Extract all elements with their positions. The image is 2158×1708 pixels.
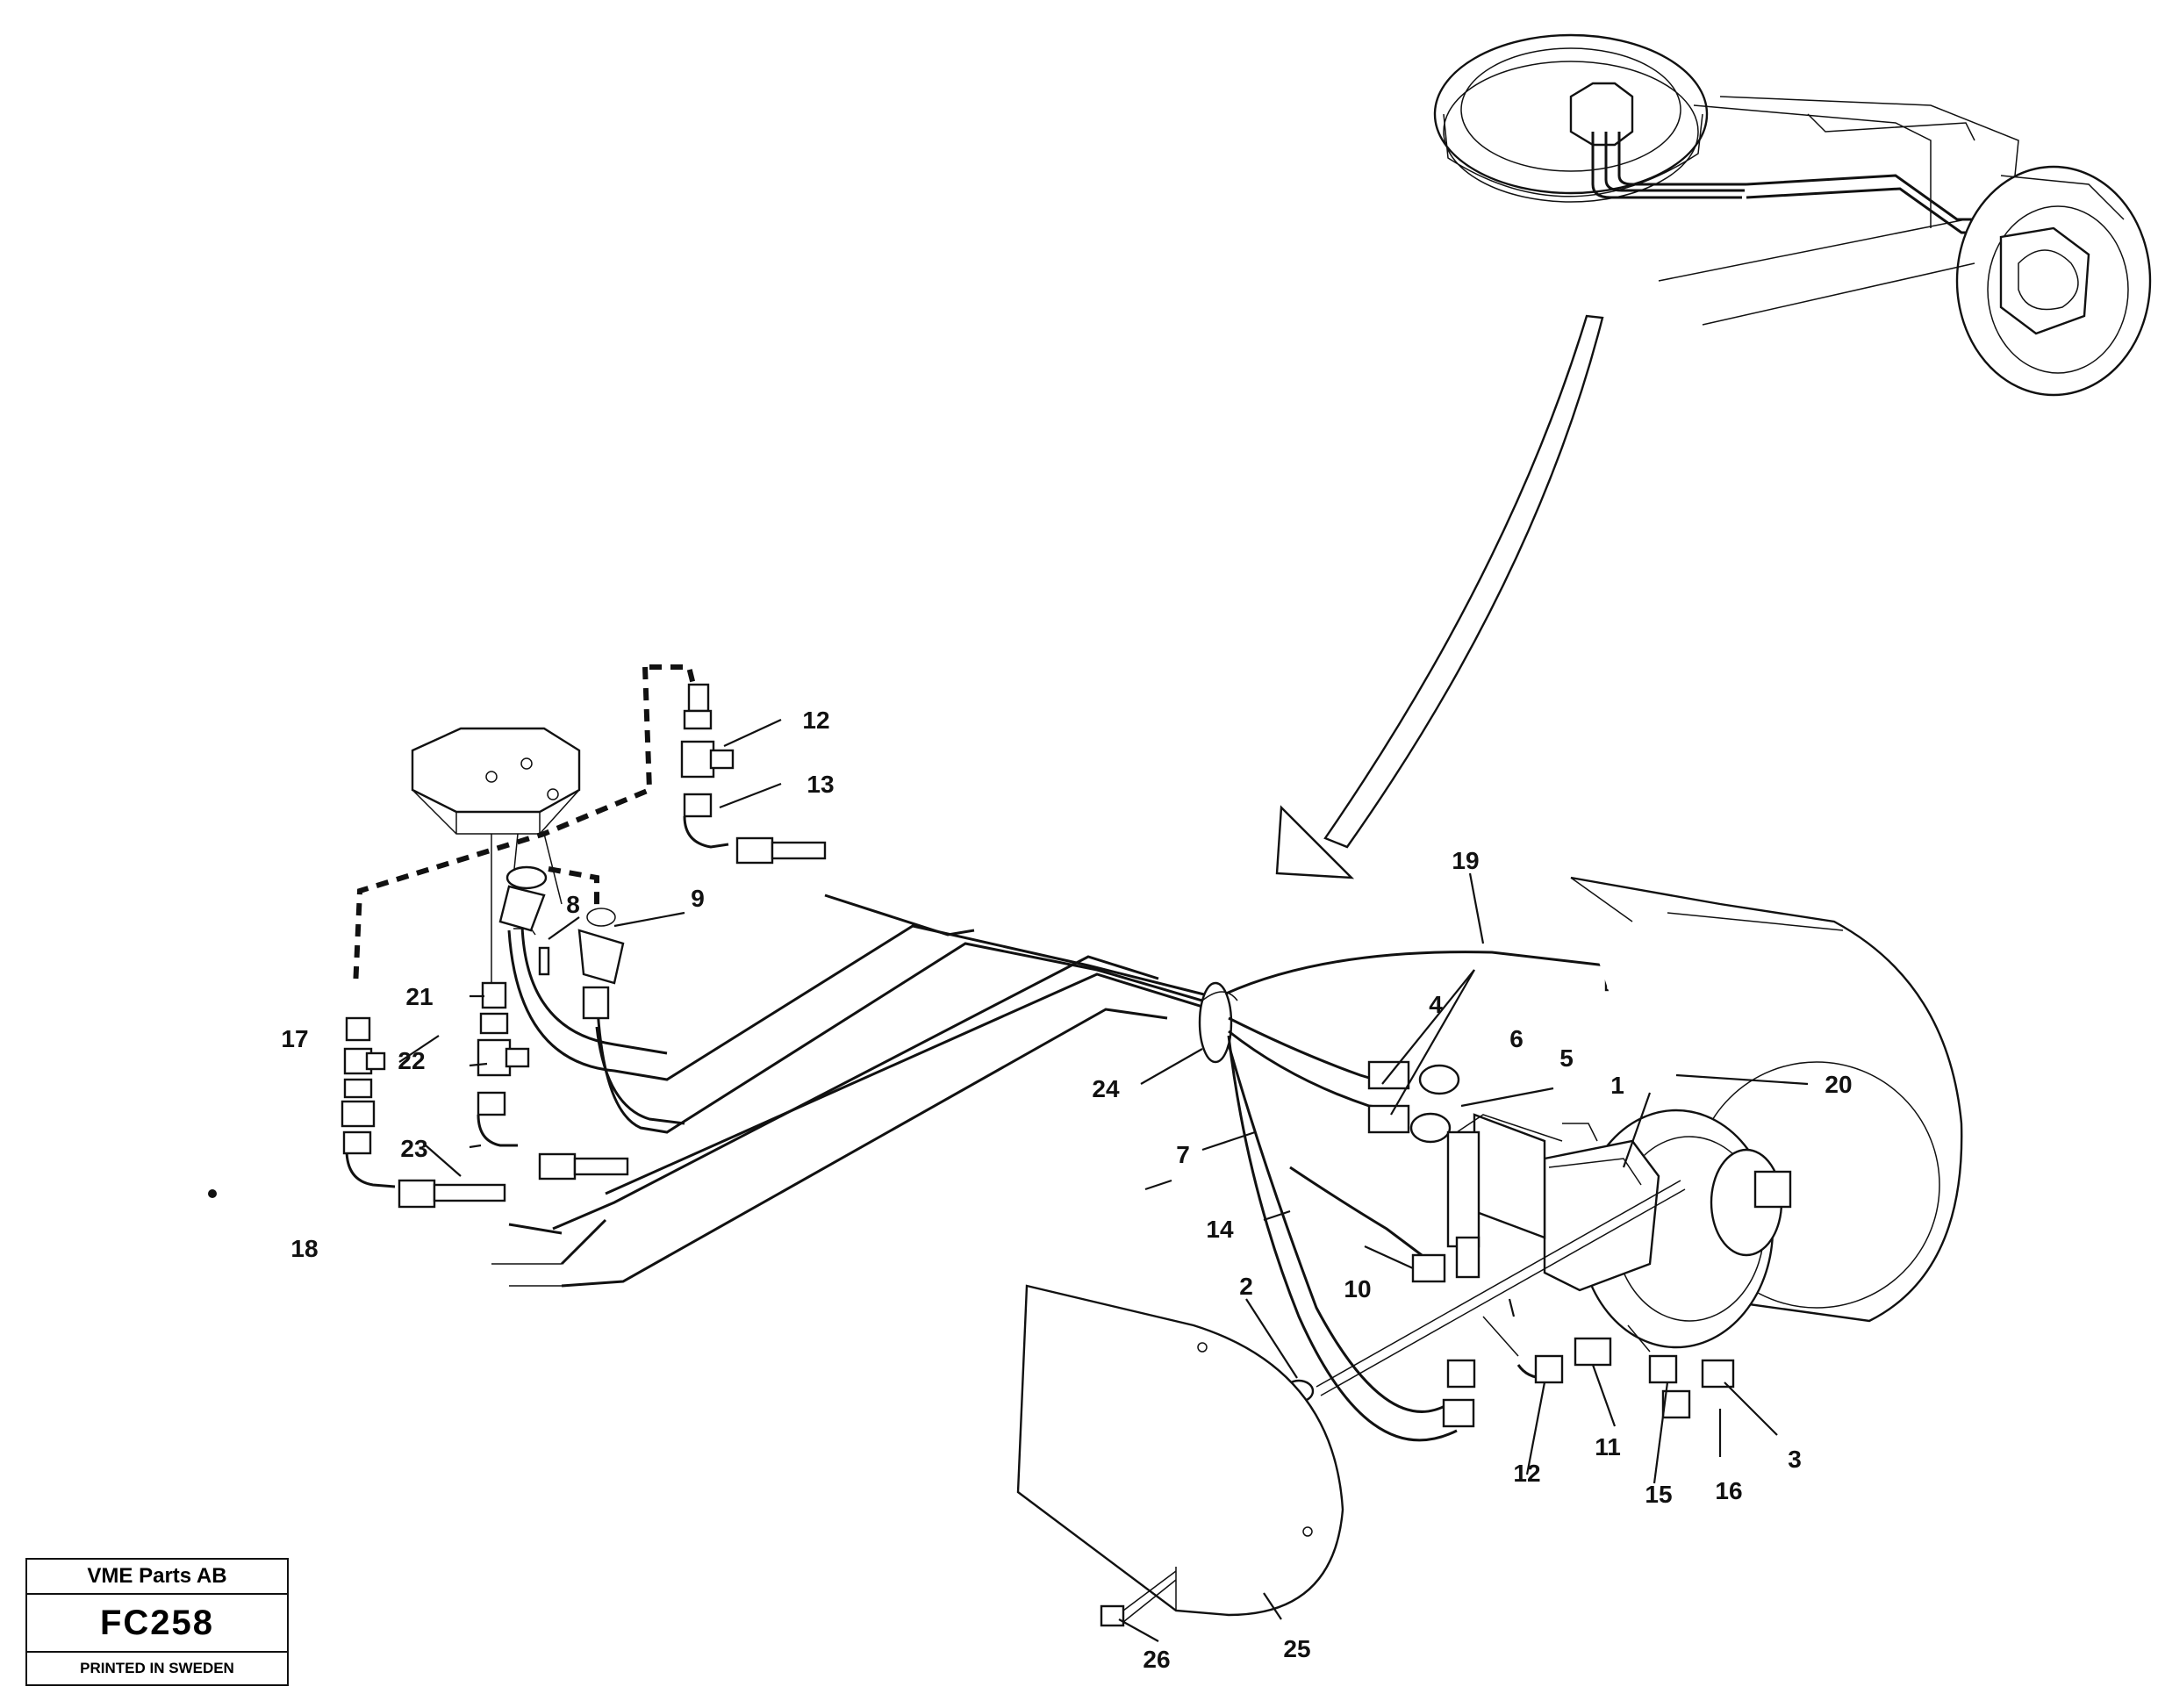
callout-1: 1 — [1610, 1072, 1624, 1099]
callout-7: 7 — [1176, 1141, 1190, 1168]
cover-plate — [1016, 1284, 1344, 1617]
view-arrow — [1275, 314, 1604, 879]
machine-overview-inset — [1433, 33, 2152, 397]
callout-26: 26 — [1143, 1646, 1170, 1673]
callout-2: 2 — [1239, 1273, 1253, 1300]
callout-8: 8 — [566, 891, 580, 918]
callout-16: 16 — [1715, 1477, 1742, 1504]
callout-12-upper: 12 — [802, 707, 829, 734]
callout-18: 18 — [290, 1235, 318, 1262]
printed-note: PRINTED IN SWEDEN — [80, 1660, 234, 1676]
dashed-line-right — [548, 866, 599, 908]
leader-lines — [398, 719, 1809, 1642]
callout-9: 9 — [691, 885, 705, 912]
figure-code: FC258 — [27, 1595, 287, 1653]
title-block: VME Parts AB FC258 PRINTED IN SWEDEN — [25, 1558, 289, 1686]
callout-11: 11 — [1595, 1433, 1621, 1460]
callout-22: 22 — [398, 1047, 425, 1074]
callout-14: 14 — [1206, 1216, 1234, 1243]
hose-bundle — [491, 893, 1230, 1288]
callout-12-lower: 12 — [1513, 1460, 1540, 1487]
dashed-line-top — [649, 664, 696, 685]
swivel-outlets — [498, 865, 625, 1020]
callout-labels: 1 2 3 4 5 6 7 8 9 10 11 12 12 13 14 15 1… — [281, 707, 1852, 1673]
swivel-block — [411, 727, 581, 835]
callout-3: 3 — [1788, 1446, 1802, 1473]
callout-24: 24 — [1092, 1075, 1120, 1102]
company-name: VME Parts AB — [27, 1560, 287, 1595]
fittings-left — [341, 1016, 506, 1209]
callout-10: 10 — [1344, 1275, 1371, 1303]
hydraulic-motor — [1446, 1109, 1792, 1349]
callout-4: 4 — [1429, 991, 1443, 1018]
fittings-top — [680, 683, 827, 865]
callout-19: 19 — [1452, 847, 1479, 874]
final-drive-housing — [1570, 876, 1963, 1323]
callout-25: 25 — [1283, 1635, 1310, 1662]
callout-20: 20 — [1825, 1071, 1852, 1098]
callout-23: 23 — [400, 1135, 427, 1162]
callout-15: 15 — [1645, 1481, 1672, 1508]
callout-13: 13 — [807, 771, 834, 798]
callout-21: 21 — [405, 983, 433, 1010]
callout-17: 17 — [281, 1025, 308, 1052]
callout-5: 5 — [1559, 1044, 1574, 1072]
fittings-middle — [477, 981, 629, 1181]
callout-6: 6 — [1509, 1025, 1524, 1052]
